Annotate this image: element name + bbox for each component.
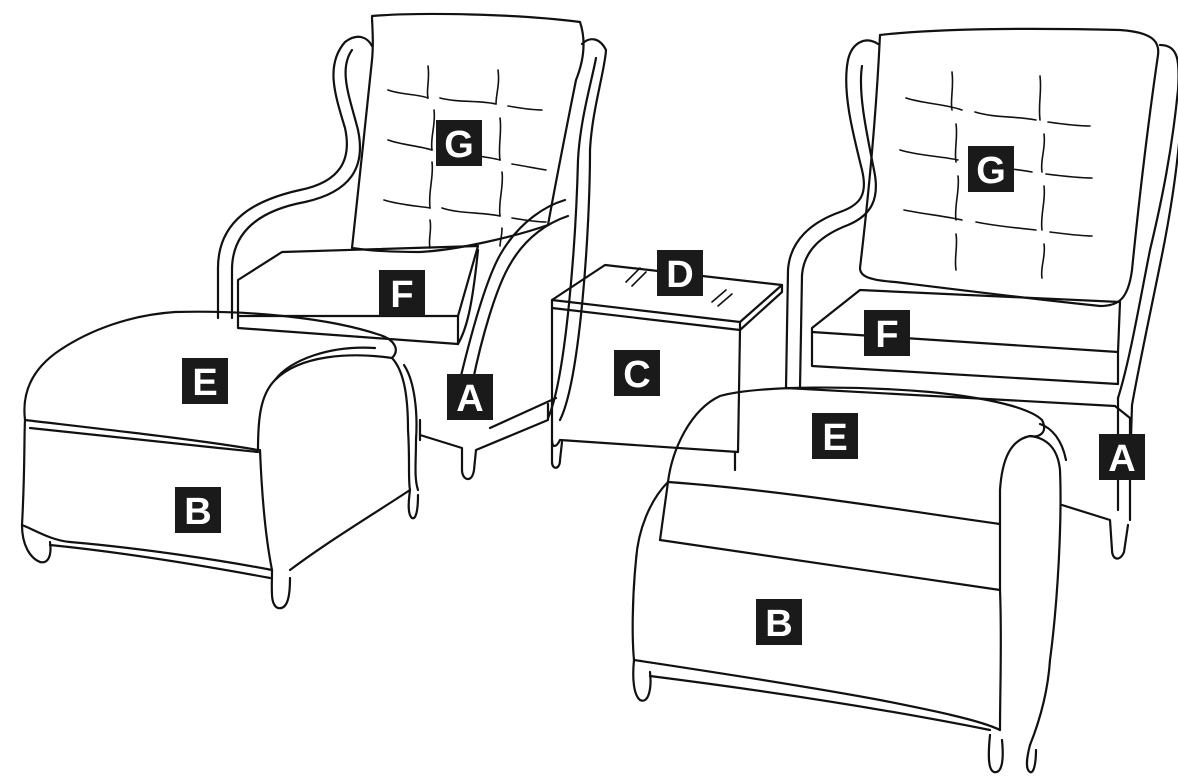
right-seat-cushion: [812, 290, 1120, 352]
label-b-right: B: [756, 599, 802, 645]
label-e-left: E: [182, 358, 228, 404]
label-g-left: G: [436, 120, 482, 166]
label-c: C: [614, 350, 660, 396]
svg-text:F: F: [390, 274, 413, 316]
svg-text:B: B: [184, 491, 211, 533]
left-ottoman: [22, 312, 418, 608]
label-g-right: G: [968, 146, 1014, 192]
svg-text:D: D: [666, 254, 693, 296]
label-e-right: E: [812, 413, 858, 459]
label-a-left: A: [447, 374, 493, 420]
label-a-right: A: [1099, 434, 1145, 480]
left-seat-cushion: [238, 246, 478, 316]
label-b-left: B: [175, 487, 221, 533]
svg-text:B: B: [765, 603, 792, 645]
svg-text:G: G: [976, 150, 1006, 192]
svg-text:E: E: [192, 362, 217, 404]
left-chair: [218, 14, 606, 479]
svg-text:C: C: [623, 354, 650, 396]
svg-text:G: G: [444, 124, 474, 166]
label-d: D: [657, 250, 703, 296]
label-f-right: F: [864, 310, 910, 356]
svg-text:A: A: [1108, 438, 1135, 480]
svg-text:F: F: [875, 314, 898, 356]
svg-text:E: E: [822, 417, 847, 459]
label-f-left: F: [379, 270, 425, 316]
svg-text:A: A: [456, 378, 483, 420]
